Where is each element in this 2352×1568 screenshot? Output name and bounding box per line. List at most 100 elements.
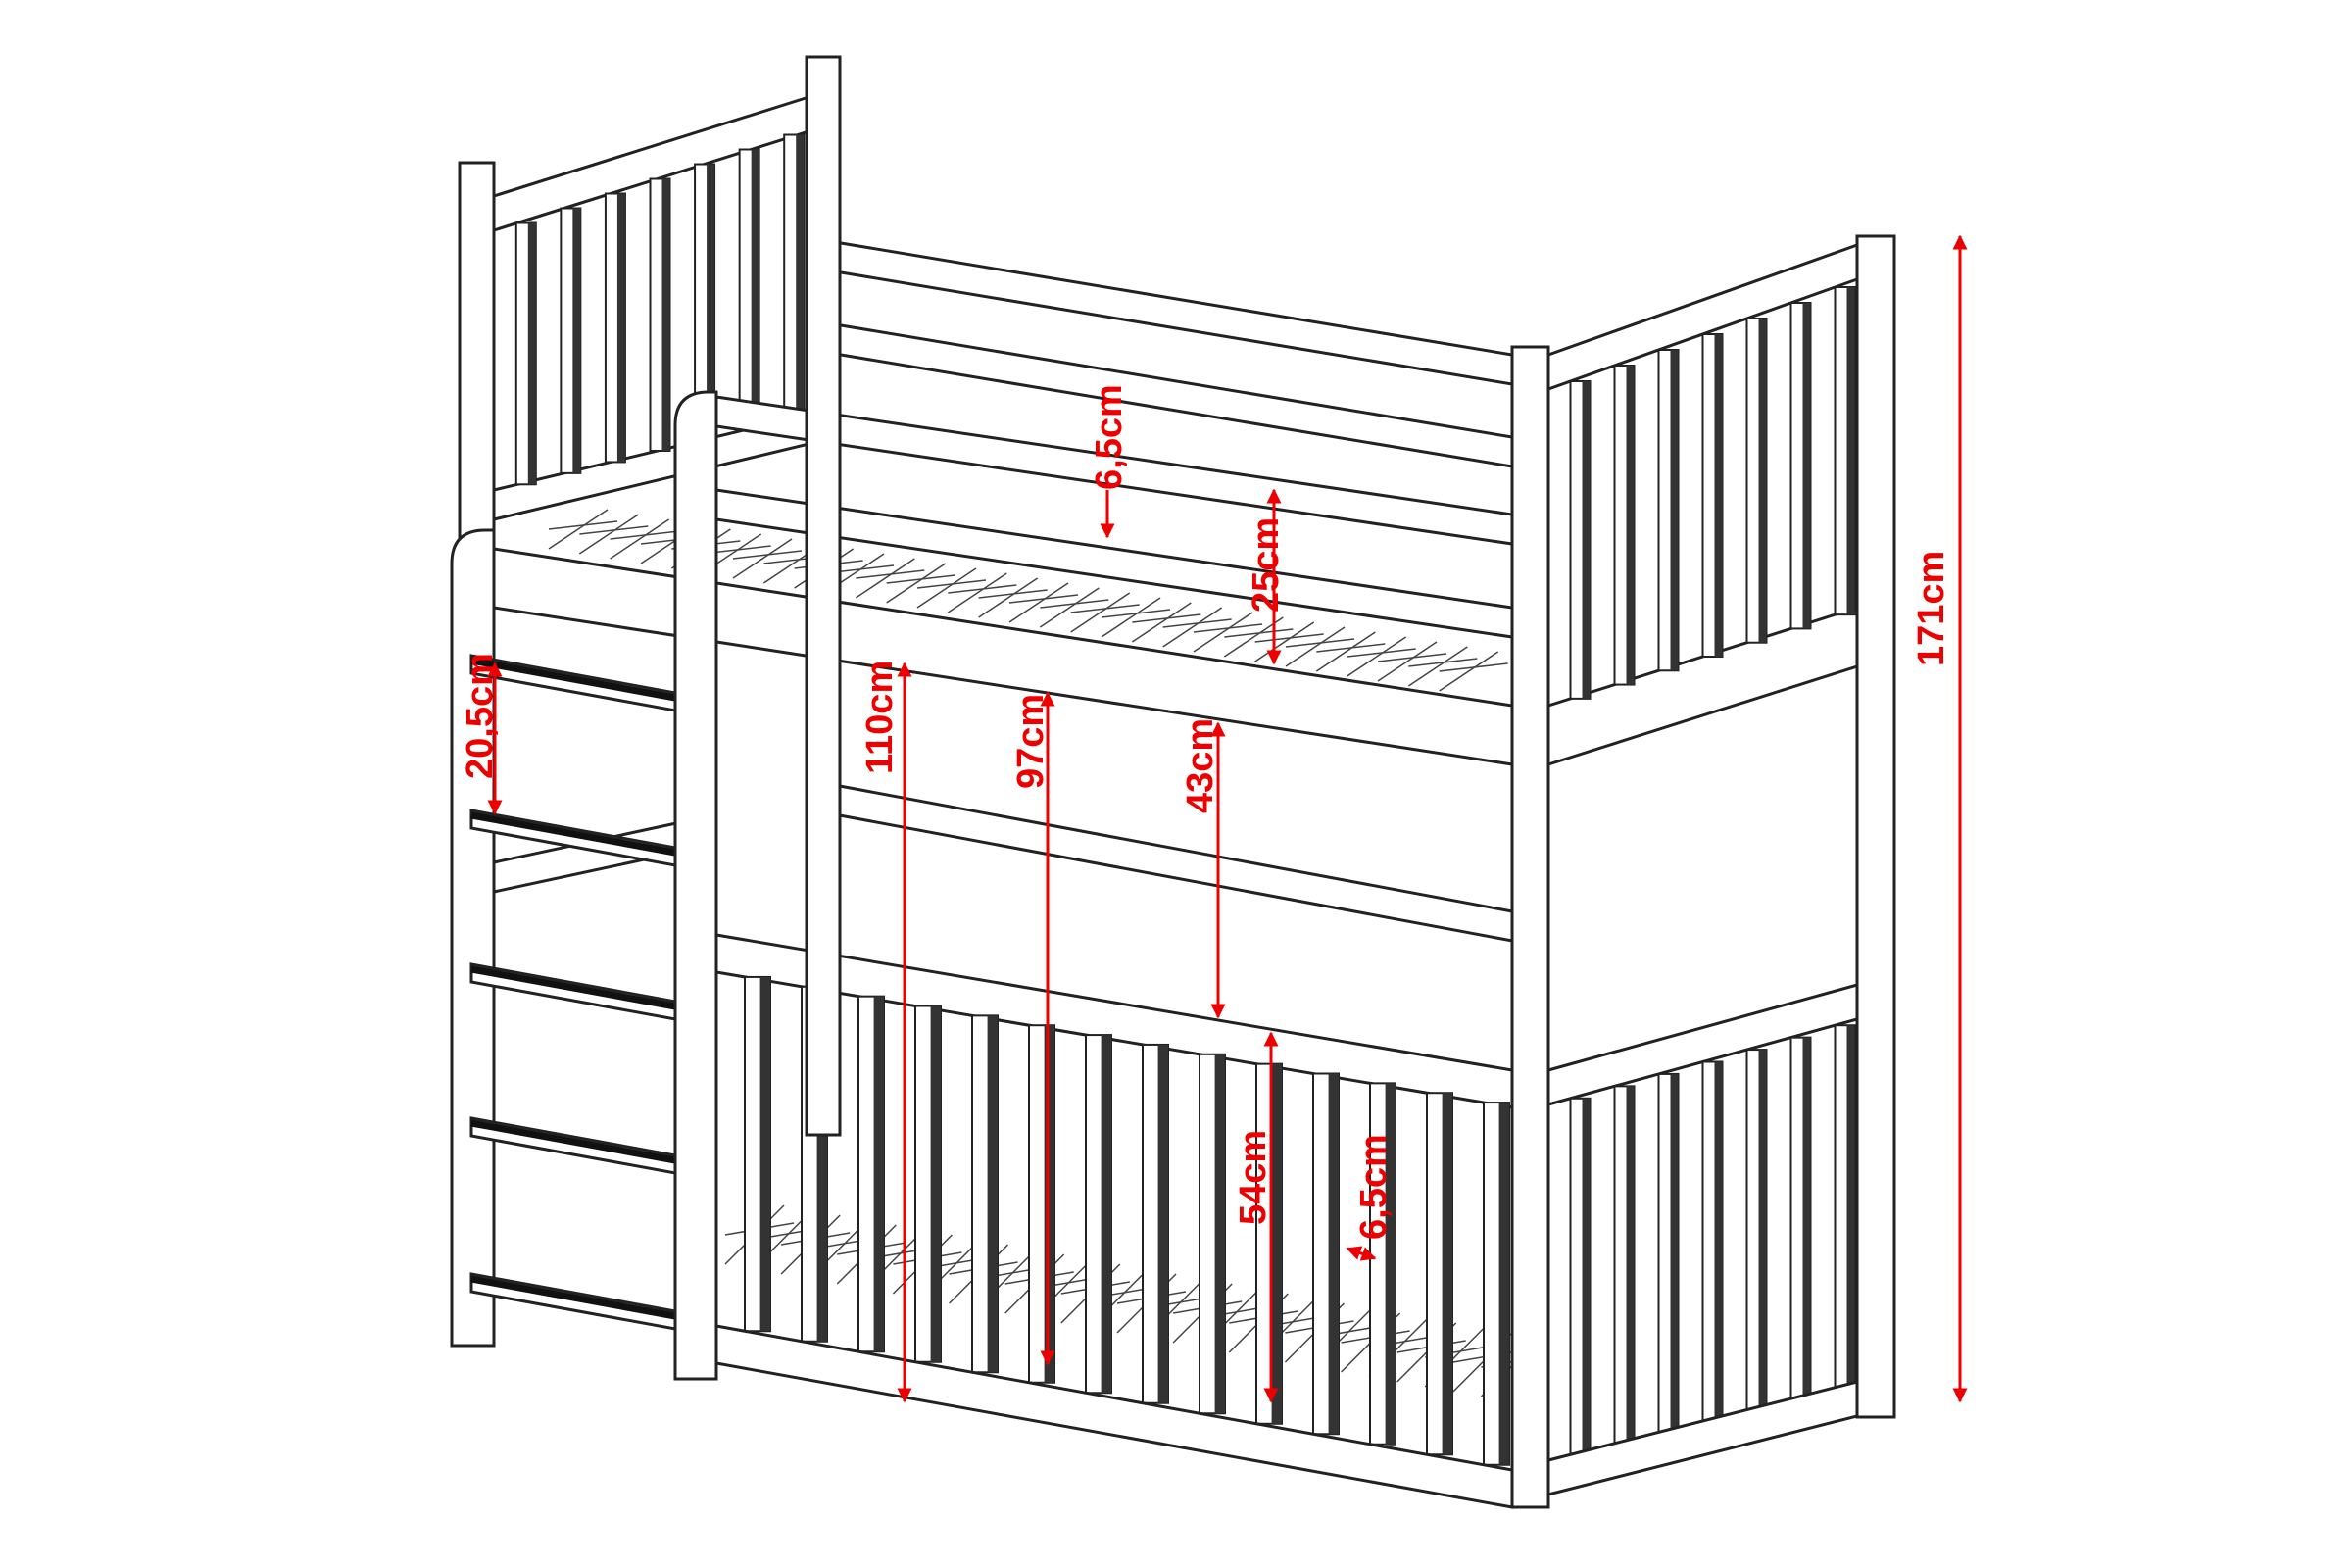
base-slat-line [978,577,1039,618]
slat-shadow [662,178,670,451]
slat-shadow [1157,1044,1168,1403]
slat-shadow [1846,1025,1855,1388]
slat-shadow [1271,1063,1282,1424]
bed-frame [450,55,1896,1509]
base-slat-line [1162,618,1232,628]
slat-shadow [572,208,581,473]
ladder-rung-edge [470,965,676,1010]
slat-shadow [930,1005,941,1362]
left-back-post [458,161,496,552]
slat-shadow [760,976,770,1332]
ladder-rung-edge [470,811,676,857]
base-slat-line [1254,621,1315,662]
base-slat-line [1347,648,1416,658]
base-slat-line [732,538,793,579]
ladder-rung-edge [470,1275,676,1320]
base-slat-line [886,574,956,584]
slat-shadow [1214,1054,1225,1414]
dim-label-54: 54cm [1233,1130,1274,1225]
slat-shadow [1626,366,1635,685]
base-slat-line [548,509,609,550]
ladder-rung-edge [470,657,676,702]
slat-shadow [1758,318,1767,643]
base-slat-line [1008,594,1079,604]
slat-shadow [1498,1102,1509,1465]
right-end-upper-slats [1569,286,1856,700]
back-middle-post [805,55,842,1137]
base-slat-line [1377,653,1447,662]
base-slat-line [1407,646,1468,687]
base-slat-line [855,558,915,599]
base-slat-line [948,584,1017,594]
slat-shadow [527,222,536,485]
base-slat-line [1285,626,1346,667]
slat-shadow [707,164,715,440]
base-slat-line [1070,592,1131,633]
dim-label-ladder-rung: 20,5cm [460,653,501,779]
right-back-post [1855,234,1896,1419]
slat-shadow [1626,1086,1635,1444]
slat-shadow [616,193,625,463]
base-slat-line [886,563,947,604]
base-slat-line [1347,636,1407,677]
left-headboard-slats [514,133,806,486]
base-slat-line [548,520,618,530]
base-slat-line [1039,587,1100,628]
slat-shadow [816,986,827,1342]
base-slat-line [1224,628,1294,638]
dimension-annotations: 6,5cm 25cm 20,5cm 110cm 97cm 43cm 171cm … [460,234,1968,1403]
base-slat-line [1162,607,1223,648]
slat-shadow [1802,303,1811,629]
base-slat-line [978,589,1048,599]
base-slat-line [1439,662,1508,672]
base-slat-line [916,567,977,609]
base-slat-line [947,572,1007,613]
slat-shadow [1044,1025,1054,1383]
ladder-rung-edge [470,1119,676,1164]
dim-label-43: 43cm [1180,718,1221,813]
base-slat-line [1101,597,1161,638]
base-slat-line [578,514,639,555]
dim-label-upper-rail-gap: 6,5cm [1089,384,1130,490]
base-slat-line [1070,604,1140,613]
base-slat-line [1101,609,1171,618]
lower-back-rail [827,782,1514,943]
right-end-lower-slats [1569,1024,1856,1456]
dim-label-171: 171cm [1911,551,1952,666]
slat-shadow [987,1015,998,1373]
slat-shadow [1582,1098,1591,1455]
base-slat-line [1193,623,1263,633]
upper-front-side-rail [492,547,1514,766]
base-slat-line [1254,633,1324,643]
slat-shadow [1328,1073,1339,1435]
base-slat-line [1316,643,1386,653]
slat-shadow [1714,1061,1723,1421]
ladder-left-rail [450,528,496,1348]
dim-label-upper-guard: 25cm [1246,517,1287,612]
slat-shadow [1670,350,1679,671]
slat-shadow [751,149,760,429]
slat-shadow [1802,1037,1811,1399]
base-slat-line [1439,651,1499,692]
base-slat-line [732,550,803,560]
base-slat-line [610,518,670,560]
base-slat-line [579,525,649,535]
slat-shadow [796,134,805,417]
ladder-right-post [673,390,718,1381]
base-slat-line [610,530,679,540]
slat-shadow [1442,1093,1452,1455]
slat-shadow [1758,1050,1767,1410]
dim-label-110: 110cm [859,661,901,774]
dim-label-lower-slat-gap: 6,5cm [1353,1134,1395,1240]
slat-shadow [1714,334,1723,657]
base-slat-line [916,579,987,589]
dim-label-97: 97cm [1010,694,1052,789]
base-slat-line [1008,582,1069,623]
base-slat-line [1040,599,1109,609]
base-slat-line [1377,641,1438,682]
slat-shadow [1101,1035,1111,1394]
slat-shadow [1670,1073,1679,1433]
slat-shadow [1846,287,1855,615]
slat-shadow [873,996,884,1352]
